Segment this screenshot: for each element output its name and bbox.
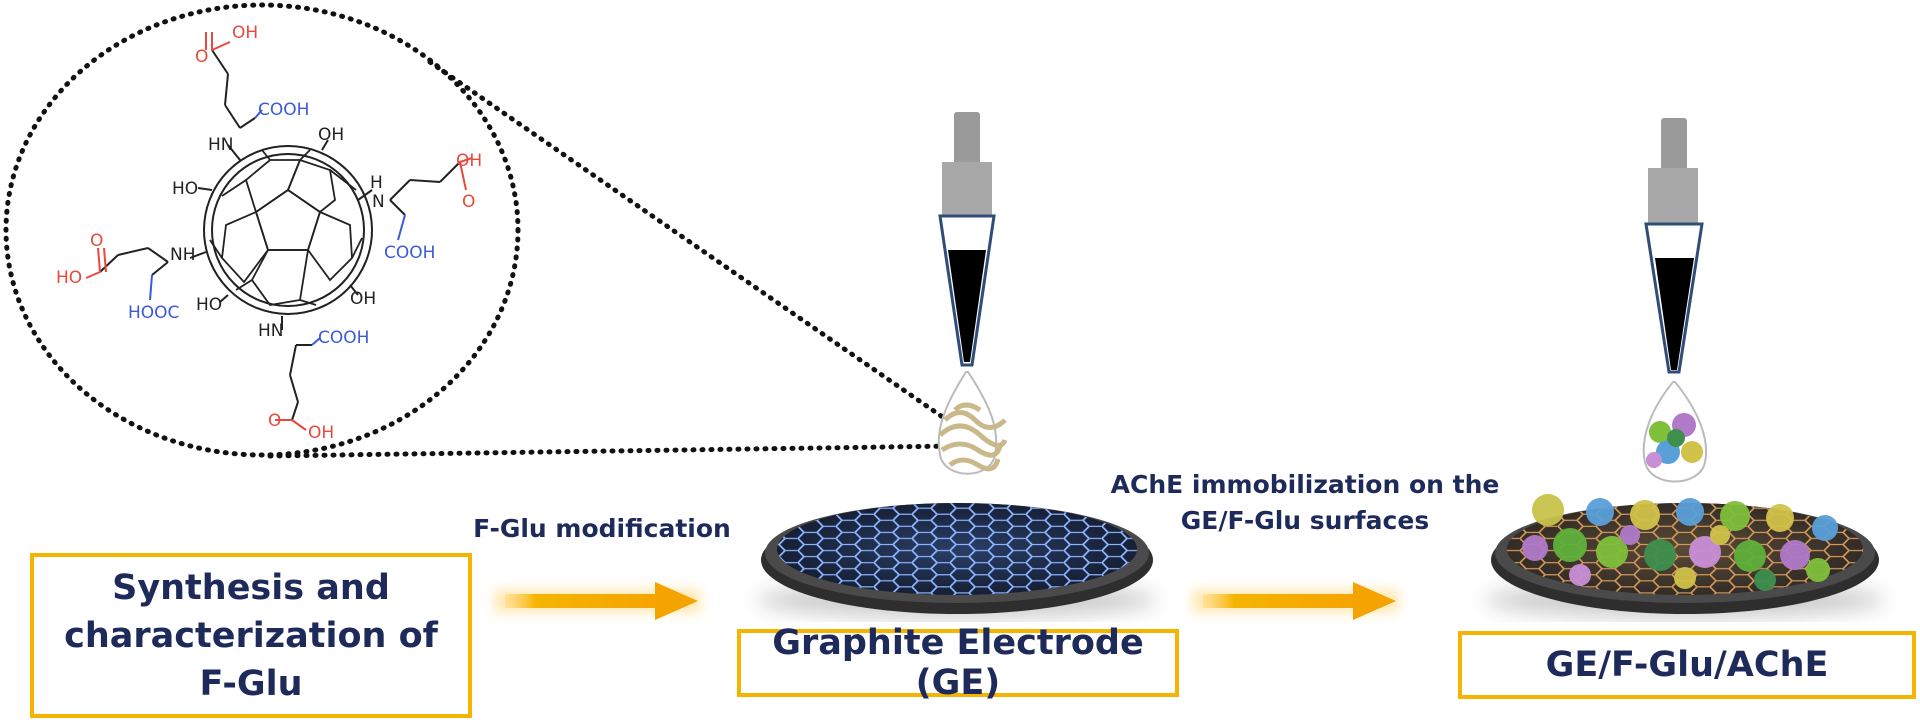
- mol-oh-upper: OH: [318, 125, 344, 145]
- mol-cooh-top: COOH: [258, 100, 309, 120]
- fglu-modification-label: F-Glu modification: [473, 514, 731, 543]
- mol-o-bottom: O: [268, 411, 281, 431]
- mol-ho-left: HO: [172, 179, 198, 199]
- mol-oh-right-acid: OH: [456, 151, 482, 171]
- mol-h-right: H: [370, 173, 383, 193]
- pipette-fglu-icon: [937, 112, 1008, 475]
- mol-hn-top: HN: [208, 135, 234, 155]
- modified-electrode-disc: [1485, 494, 1885, 618]
- mol-nh-left: NH: [170, 245, 196, 265]
- synthesis-label: Synthesis and characterization of F-Glu: [64, 567, 438, 704]
- enzyme-cluster: [1522, 494, 1838, 591]
- pipette-ache-icon: [1642, 118, 1708, 483]
- mol-cooh-bottom: COOH: [318, 328, 369, 348]
- mol-oh-bottom: OH: [308, 423, 334, 443]
- arrow-ache-immobilization: [1193, 582, 1398, 620]
- mol-o-top: O: [195, 47, 208, 67]
- graphite-electrode-disc: [757, 503, 1157, 618]
- mol-hooc-left: HOOC: [128, 303, 179, 323]
- ache-immobilization-label: AChE immobilization on the GE/F-Glu surf…: [1110, 470, 1500, 535]
- mol-ho-lower: HO: [196, 295, 222, 315]
- mol-hn-bottom: HN: [258, 321, 284, 341]
- fullerene-structure: O OH COOH HN OH HO H N OH O COOH NH O HO…: [56, 23, 482, 443]
- mol-oh-lower: OH: [350, 289, 376, 309]
- mol-cooh-right: COOH: [384, 243, 435, 263]
- graphite-electrode-box: Graphite Electrode (GE): [737, 623, 1179, 703]
- molecule-callout: [3, 2, 973, 459]
- mol-o-left: O: [90, 231, 103, 251]
- mol-oh-top: OH: [232, 23, 258, 43]
- synthesis-box: Synthesis and characterization of F-Glu: [30, 553, 472, 718]
- arrow-fglu-modification: [495, 582, 700, 620]
- ge-fglu-ache-box: GE/F-Glu/AChE: [1458, 631, 1916, 699]
- mol-o-right-acid: O: [462, 192, 475, 212]
- ge-fglu-ache-label: GE/F-Glu/AChE: [1545, 645, 1829, 685]
- mol-ho-left-acid: HO: [56, 268, 82, 288]
- graphite-electrode-label: Graphite Electrode (GE): [772, 623, 1144, 703]
- mol-n-right: N: [372, 192, 385, 212]
